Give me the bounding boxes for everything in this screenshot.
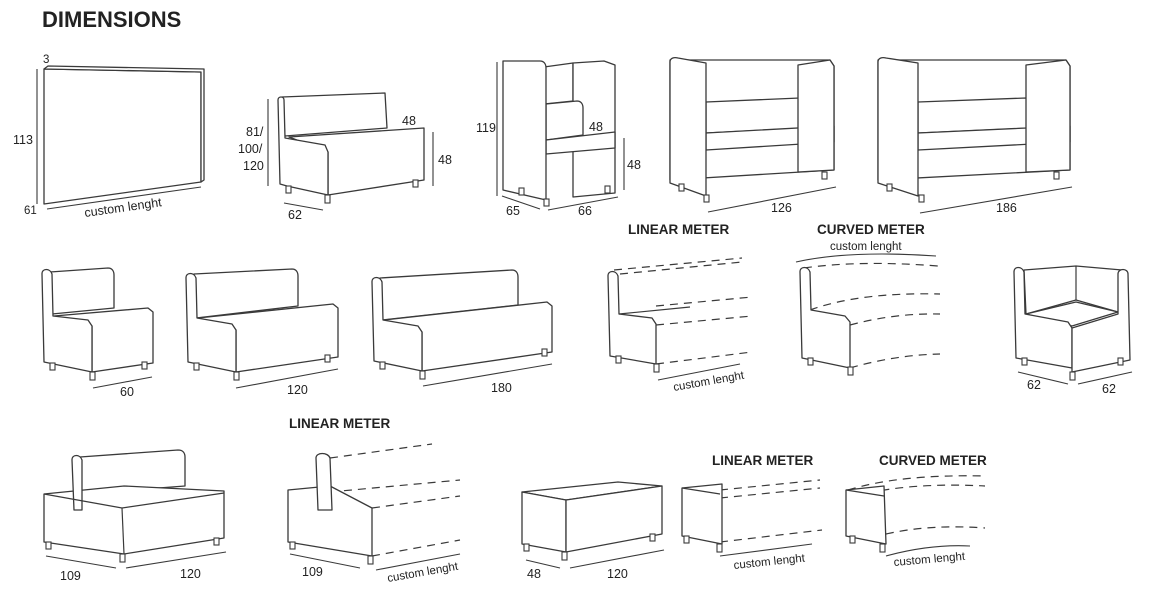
curved-meter-length-top: custom lenght (830, 241, 902, 253)
sofa-180-drawing: 180 (371, 269, 553, 395)
linear-double-depth: 109 (302, 565, 323, 579)
corner-depth: 62 (1027, 378, 1041, 392)
linear-meter-pouf-drawing: LINEAR METER custom lenght (681, 453, 823, 572)
panel-length-label: custom lenght (83, 195, 163, 220)
sofa126-width: 126 (771, 201, 792, 215)
high-chair-width: 66 (578, 204, 592, 218)
panel-depth-label: 3 (43, 54, 49, 66)
high-chair-height: 119 (476, 121, 496, 135)
linear-meter-heading-2: LINEAR METER (289, 416, 391, 431)
curved-meter-pouf-drawing: CURVED METER custom lenght (845, 453, 987, 569)
sofa-120-drawing: 120 (185, 268, 339, 397)
sofa186-width: 186 (996, 201, 1017, 215)
pouf-width: 120 (607, 567, 628, 581)
bench-back-height: 48 (402, 114, 416, 128)
linear-double-length: custom lenght (386, 561, 459, 585)
double-depth: 109 (60, 569, 81, 583)
pouf-depth: 48 (527, 567, 541, 581)
high-chair-back: 48 (589, 120, 603, 134)
chair60-width: 60 (120, 385, 134, 399)
page-title: DIMENSIONS (42, 7, 181, 32)
curved-pouf-length: custom lenght (893, 551, 966, 569)
linear-meter-heading-3: LINEAR METER (712, 453, 814, 468)
bench-height-c: 120 (243, 159, 264, 173)
linear-pouf-length: custom lenght (733, 552, 806, 572)
bench-seat-height: 48 (438, 153, 452, 167)
high-chair-seat: 48 (627, 158, 641, 172)
linear-meter-double-drawing: LINEAR METER 109 custom lenght (287, 416, 461, 585)
bench-height-a: 81/ (246, 125, 264, 139)
high-sofa-126-drawing: 126 (669, 56, 837, 215)
panel-drawing: 3 113 61 custom lenght (13, 54, 205, 220)
corner-chair-drawing: 62 62 (1013, 265, 1133, 396)
bench-depth: 62 (288, 208, 302, 222)
bench-height-b: 100/ (238, 142, 263, 156)
curved-meter-heading-1: CURVED METER (817, 222, 925, 237)
panel-base-label: 61 (24, 205, 37, 217)
double-bench-drawing: 109 120 (43, 449, 227, 583)
high-chair-depth: 65 (506, 204, 520, 218)
sofa120-width: 120 (287, 383, 308, 397)
small-bench-drawing: 81/ 100/ 120 48 48 62 (238, 92, 452, 222)
linear-meter-sofa-drawing: LINEAR METER custom lenght (607, 222, 753, 394)
pouf-drawing: 48 120 (521, 481, 665, 581)
high-chair-drawing: 119 48 48 65 66 (476, 60, 641, 218)
linear-meter-heading-1: LINEAR METER (628, 222, 730, 237)
sofa180-width: 180 (491, 381, 512, 395)
curved-meter-sofa-drawing: CURVED METER custom lenght (795, 222, 941, 376)
chair-60-drawing: 60 (41, 267, 154, 399)
panel-height-label: 113 (13, 133, 33, 147)
linear-meter-length-1: custom lenght (672, 370, 745, 394)
corner-width: 62 (1102, 382, 1116, 396)
double-width: 120 (180, 567, 201, 581)
high-sofa-186-drawing: 186 (877, 56, 1073, 215)
curved-meter-heading-2: CURVED METER (879, 453, 987, 468)
